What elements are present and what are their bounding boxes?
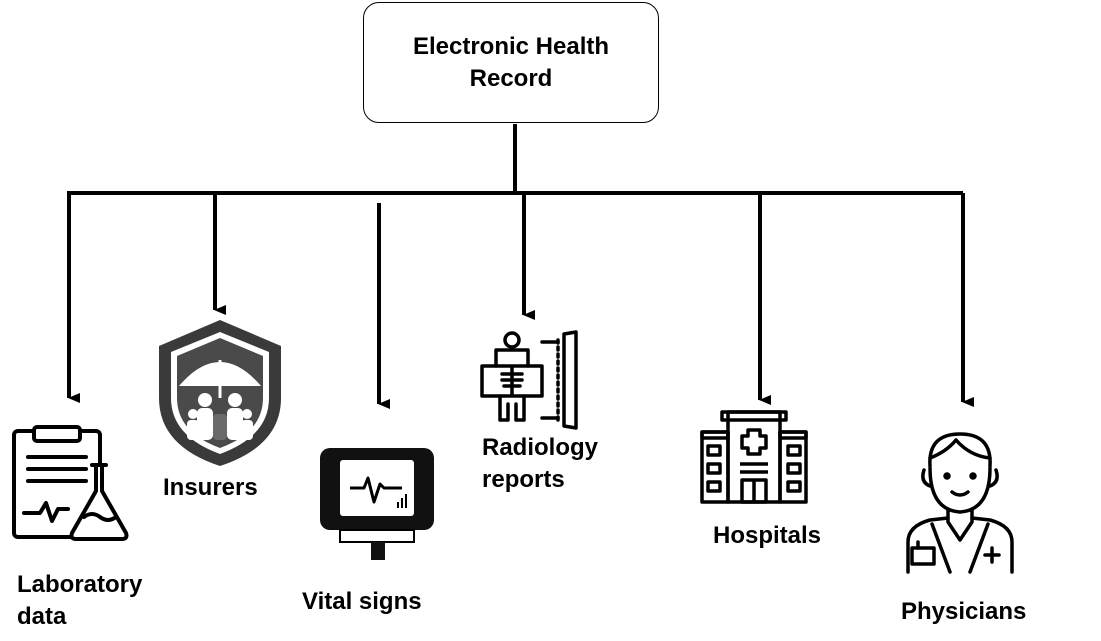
xray-icon: [480, 330, 578, 430]
umbrella-shield-icon: [159, 320, 281, 466]
label-radiology-reports: Radiology reports: [482, 434, 599, 493]
root-node-electronic-health-record: Electronic Health Record: [363, 2, 659, 123]
label-laboratory-data: Laboratory data: [17, 571, 143, 630]
label-vital-signs: Vital signs: [302, 588, 422, 615]
vital-monitor-icon: [320, 448, 434, 560]
root-title-line1: Electronic Health: [412, 32, 610, 60]
label-insurers: Insurers: [163, 474, 258, 501]
doctor-icon: [906, 432, 1014, 574]
clipboard-flask-icon: [12, 425, 129, 541]
root-title-line2: Record: [469, 64, 553, 92]
hospital-building-icon: [700, 410, 808, 504]
label-hospitals: Hospitals: [713, 522, 822, 549]
label-physicians: Physicians: [901, 598, 1027, 625]
